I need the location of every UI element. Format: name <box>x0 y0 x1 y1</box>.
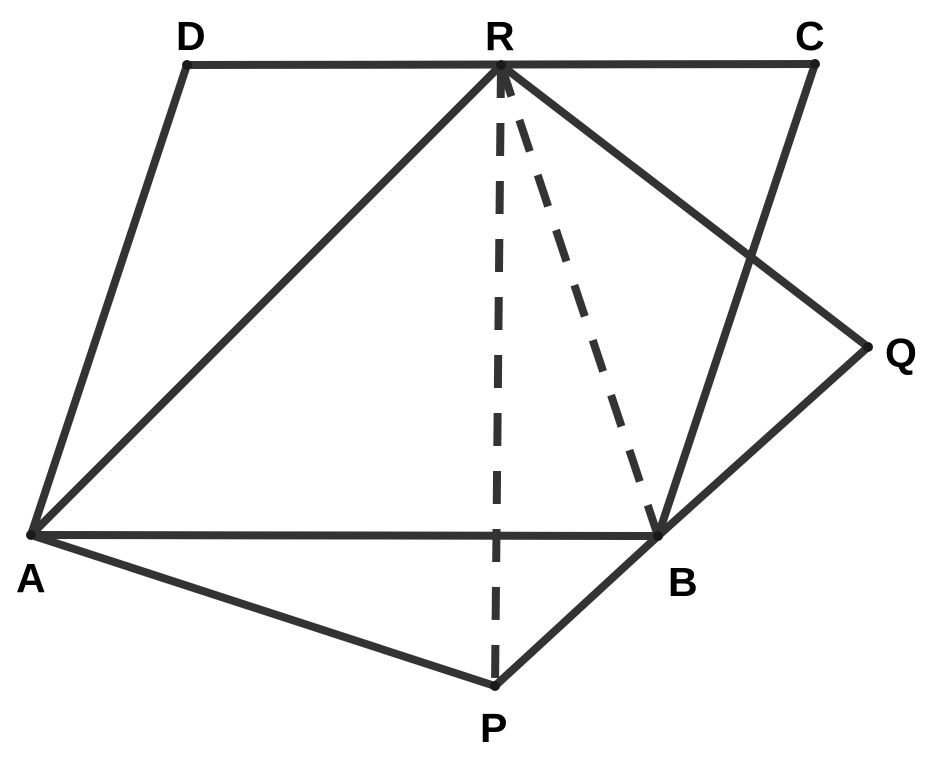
segment-ad <box>27 61 191 539</box>
segment-bp <box>491 532 662 690</box>
solid-segments <box>27 60 872 690</box>
point-b <box>653 531 663 541</box>
dashed-segment-rb <box>497 63 662 538</box>
label-a: A <box>16 555 46 601</box>
segment-qb <box>654 343 872 540</box>
segment-rq <box>497 61 872 351</box>
label-d: D <box>176 13 206 59</box>
segment-ar <box>27 61 505 539</box>
point-p <box>490 681 500 691</box>
point-r <box>496 60 506 70</box>
point-c <box>810 59 820 69</box>
dashed-segments <box>491 63 662 687</box>
point-a <box>26 530 36 540</box>
dashed-segment-rp <box>491 64 505 687</box>
vertex-points <box>26 59 873 691</box>
point-q <box>863 342 873 352</box>
vertex-labels: A B C D R P Q <box>16 13 917 751</box>
label-q: Q <box>885 330 917 376</box>
segment-ap <box>27 531 499 690</box>
label-b: B <box>668 559 698 605</box>
point-d <box>182 60 192 70</box>
label-p: P <box>480 705 507 751</box>
label-c: C <box>795 13 825 59</box>
label-r: R <box>485 13 515 59</box>
segment-ab <box>27 531 662 540</box>
segment-bc <box>654 60 819 540</box>
